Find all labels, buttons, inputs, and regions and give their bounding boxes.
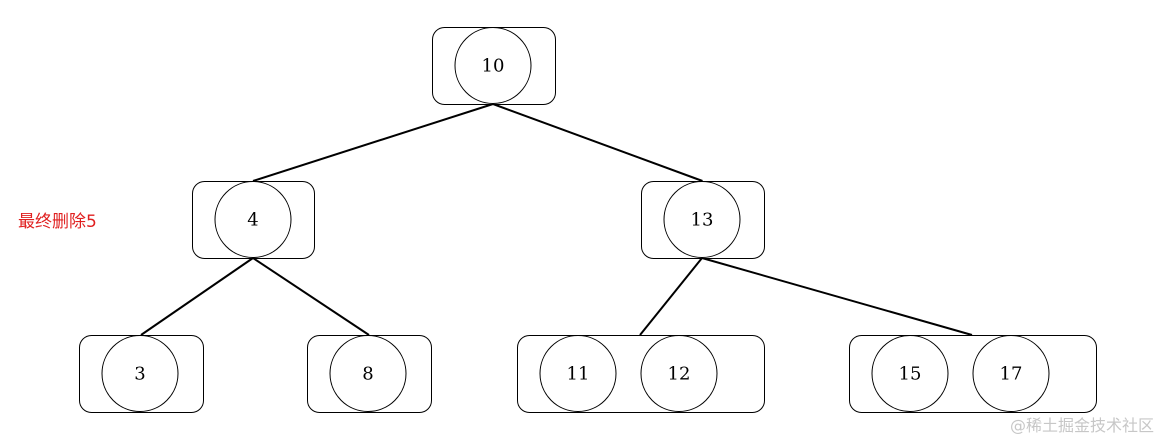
key-circle: [972, 335, 1050, 412]
edge-n10-n4: [252, 103, 494, 182]
tree-node-n11-12: 11 12: [517, 335, 765, 413]
key-label: 8: [362, 364, 373, 385]
key-circle: [539, 335, 617, 412]
key-label: 17: [1000, 364, 1023, 385]
edge-n10-n13: [492, 103, 703, 182]
tree-node-n10: 10: [432, 27, 556, 105]
delete-annotation: 最终删除5: [18, 212, 97, 232]
tree-node-n3: 3: [79, 335, 204, 413]
key-label: 13: [691, 210, 714, 231]
key-circle: [214, 181, 292, 258]
watermark: @稀土掘金技术社区: [1009, 416, 1154, 435]
tree-node-n8: 8: [307, 335, 432, 413]
key-circle: [329, 335, 407, 412]
key-label: 10: [482, 56, 505, 77]
edge-n13-n11-12: [639, 257, 703, 336]
key-label: 4: [247, 210, 258, 231]
key-circle: [663, 181, 741, 258]
edge-n4-n8: [252, 257, 370, 336]
edge-n13-n15-17: [701, 257, 973, 336]
key-circle: [101, 335, 179, 412]
edges: [140, 103, 973, 336]
key-label: 3: [134, 364, 145, 385]
edge-n4-n3: [140, 257, 254, 336]
tree-node-n13: 13: [641, 181, 765, 259]
key-label: 12: [668, 364, 691, 385]
tree-node-n4: 4: [192, 181, 315, 259]
key-circle: [640, 335, 718, 412]
key-label: 11: [567, 364, 590, 385]
key-circle: [454, 27, 532, 104]
key-circle: [871, 335, 949, 412]
key-label: 15: [899, 364, 922, 385]
